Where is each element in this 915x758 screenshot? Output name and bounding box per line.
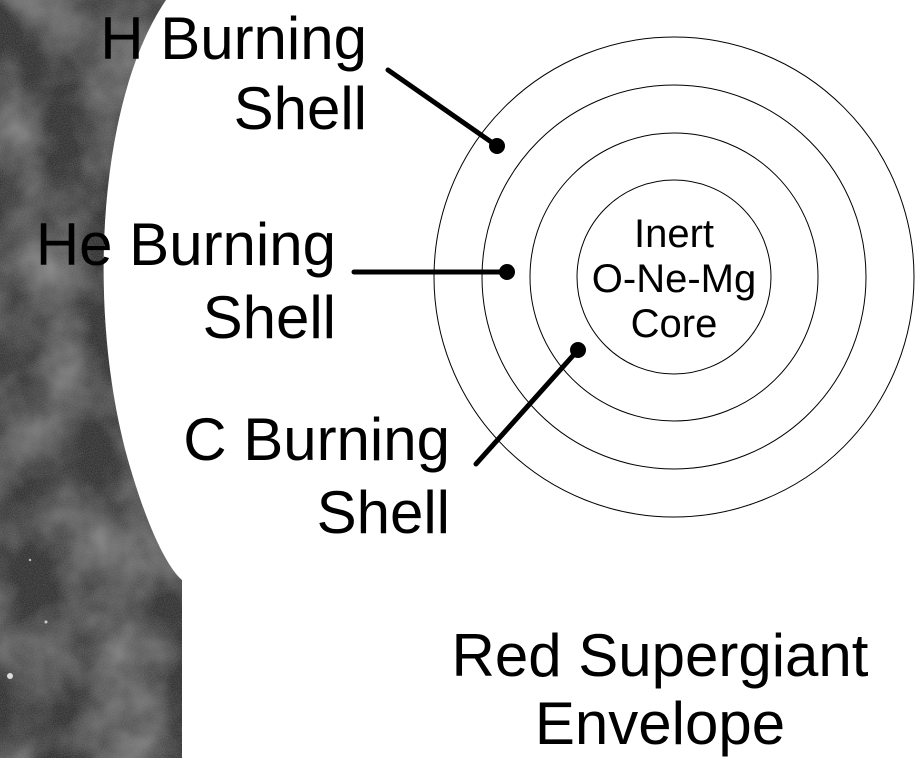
- core-label-line2: O-Ne-Mg: [574, 257, 774, 302]
- envelope-label-line1: Red Supergiant: [410, 622, 910, 690]
- c-burning-shell-line1: C Burning: [120, 410, 450, 470]
- h-burning-shell-line2: Shell: [40, 79, 367, 139]
- core-label-line3: Core: [574, 302, 774, 347]
- core-label-line1: Inert: [574, 212, 774, 257]
- h-burning-shell-label: H Burning Shell: [40, 9, 367, 139]
- h-burning-shell-line1: H Burning: [40, 9, 367, 69]
- he-burning-shell-line1: He Burning: [6, 215, 336, 275]
- c-burning-shell-line2: Shell: [120, 483, 450, 543]
- envelope-label-line2: Envelope: [410, 690, 910, 758]
- he-burning-shell-line2: Shell: [6, 288, 336, 348]
- core-label: Inert O-Ne-Mg Core: [574, 212, 774, 347]
- he-shell-dot: [499, 264, 515, 280]
- c-burning-shell-label: C Burning Shell: [120, 410, 450, 543]
- he-burning-shell-label: He Burning Shell: [6, 215, 336, 348]
- envelope-label: Red Supergiant Envelope: [410, 622, 910, 758]
- h-shell-dot: [489, 138, 505, 154]
